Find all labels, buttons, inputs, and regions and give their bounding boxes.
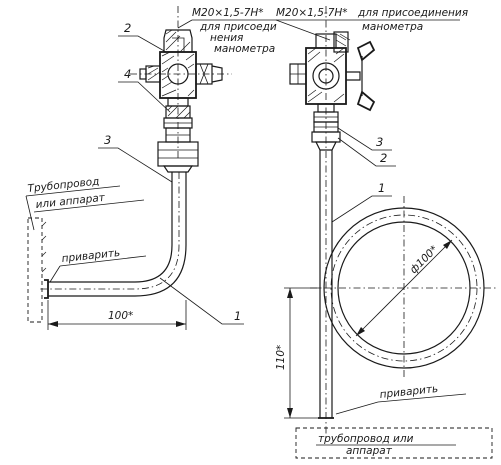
weld-label-right: приварить [379,383,439,401]
weld-leader-left [49,265,61,283]
leader-1-left [159,277,244,325]
callout-3-right: 3 [376,135,383,149]
leader-2-right [337,137,396,167]
leader-2-left [118,35,167,53]
leader-4-left [118,81,171,113]
top-nut-inner [172,37,185,52]
left-view: Трубопровод или аппарат приварить 100* 2… [25,6,244,330]
weld-nipple-lines [158,149,198,159]
valve-stem-right-tip [211,65,223,83]
vessel-left-hatch [41,221,47,273]
pipe-outer [48,172,173,283]
right-view: ф100* 110* приварить трубопровод или апп… [275,6,498,459]
valve-body-side-hatch [307,47,345,103]
manometer-right-label: манометра [362,21,423,33]
pipeline-right-line1: трубопровод или [318,433,414,445]
callouts-left: 2 4 3 1 [98,21,244,325]
callout-4-left: 4 [124,67,131,81]
callouts-right: 3 2 1 [331,127,396,223]
pipeline-underline-1 [25,185,121,197]
pipeline-leader [25,195,35,231]
nipple-taper [162,165,194,173]
thread-leader-right [275,19,331,41]
pipe-inner [48,172,187,297]
manometer-left-label: манометра [214,43,275,55]
top-labels: M20×1,5-7H* M20×1,5-7H* для присоединени… [177,7,468,55]
stem-left-hatch [147,65,161,81]
dim-110-extension [284,287,320,419]
weld-end-left [44,279,49,299]
top-cap-side [315,33,337,49]
thread-label-2: M20×1,5-7H* [276,7,348,19]
vessel-left [27,217,43,323]
right-side-nut-cross [290,64,306,84]
stem-right-cross [199,63,209,85]
callout-3-left: 3 [104,133,111,147]
callout-2-right: 2 [380,151,387,165]
top-thread-boss [333,31,349,53]
handle-top [356,40,376,62]
for-connection-label: для присоединения [357,7,468,19]
dim-110-label: 110* [275,345,287,370]
leader-1-right [331,195,392,223]
thread-leader-left [177,19,193,29]
handle-bottom [356,90,376,112]
pipeline-right-line2: аппарат [346,445,393,457]
dim-phi-line [355,239,453,337]
dim-100-label: 100* [108,310,133,322]
handle-stem [346,71,361,81]
callout-2-left: 2 [124,21,131,35]
pipeline-underline-2 [33,199,145,213]
valve-plug [167,63,189,85]
dim-100-extension [47,300,187,330]
valve-stem-cap-left [139,68,147,80]
valve-bore-inner [318,68,334,84]
pipe-centerline [40,172,180,290]
weld-underline-right [377,393,467,403]
thread-label-1: M20×1,5-7H* [192,7,264,19]
vessel-right [295,427,493,459]
top-nut-hatch [165,29,191,53]
fitting-4-hatch [167,105,191,119]
for-connection-left-line2: нения [210,32,243,44]
valve-bore-side [312,62,340,90]
for-connection-left-line1: для присоеди [199,21,277,33]
weld-leader-right [335,401,379,415]
callout-1-left: 1 [234,309,241,323]
valve-body-hatch [161,51,195,97]
valve-stem-right [195,63,213,85]
weld-underline-left [59,255,147,267]
dim-phi-label: ф100* [408,243,441,276]
leader-3-left [98,147,173,183]
callout-1-right: 1 [378,181,385,195]
leader-3-right [337,127,392,151]
